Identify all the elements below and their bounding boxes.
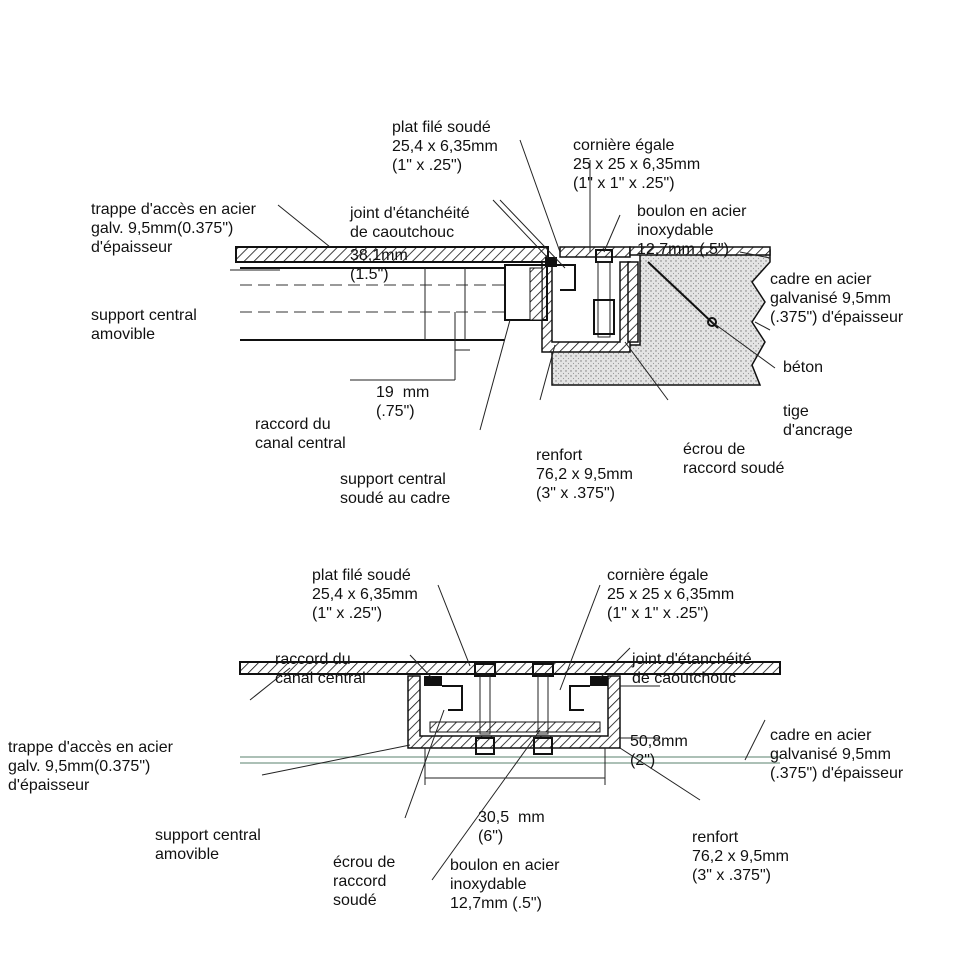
- bottom-angle-left: [442, 685, 463, 711]
- top-anchor-end: [707, 317, 717, 327]
- top-bolt-nut: [593, 299, 615, 335]
- top-anchor-rod: [647, 261, 719, 329]
- top-section-view: [230, 139, 776, 431]
- bottom-frame: [407, 675, 621, 749]
- bottom-gasket-left: [424, 676, 442, 686]
- bottom-label-dim-508: 50,8mm(2"): [630, 733, 688, 769]
- top-access-plate: [235, 246, 549, 263]
- top-angle: [557, 264, 576, 291]
- bottom-inner-bar: [429, 721, 601, 733]
- bottom-nut-left: [475, 737, 495, 755]
- bottom-gasket-right: [590, 676, 608, 686]
- bottom-angle-right: [569, 685, 590, 711]
- top-label-dim-19: 19 mm(.75"): [376, 384, 430, 420]
- top-reinforcement: [627, 261, 639, 343]
- top-leaders: [230, 139, 776, 431]
- bottom-bolt-shank-right: [537, 675, 549, 735]
- top-support-web: [529, 267, 543, 321]
- top-central-support: [504, 264, 548, 321]
- bottom-section-view: [239, 584, 781, 881]
- top-label-beton: béton: [783, 359, 824, 376]
- top-label-dim-381: 38,1mm(1.5"): [350, 247, 408, 283]
- bottom-leaders: [249, 584, 766, 881]
- top-frame-channel: [541, 261, 631, 353]
- bottom-nut-right: [533, 737, 553, 755]
- bottom-label-dim-305: 30,5 mm(6"): [478, 809, 545, 845]
- bottom-bolt-shank-left: [479, 675, 491, 735]
- top-frame-flange-right: [629, 246, 771, 256]
- top-gasket: [545, 257, 557, 267]
- bottom-access-plate: [239, 661, 781, 675]
